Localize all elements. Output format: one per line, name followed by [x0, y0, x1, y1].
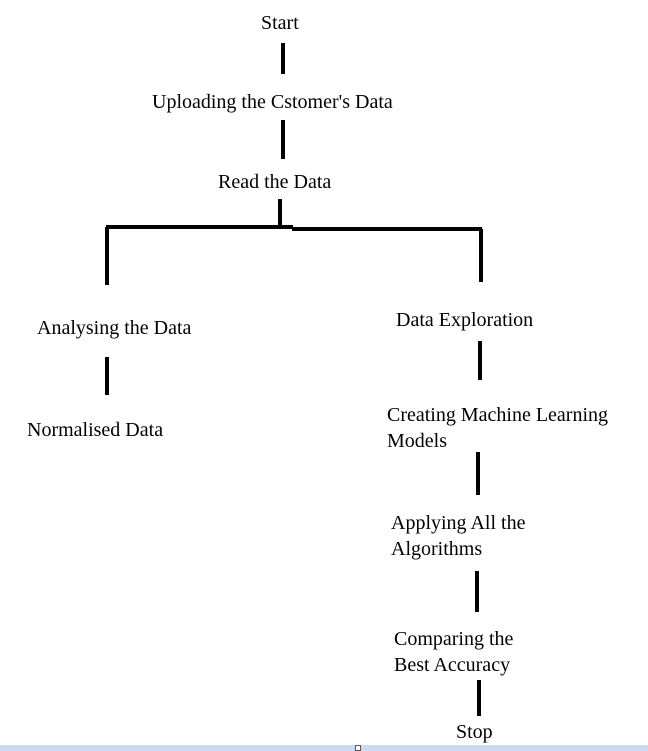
connector-compare-stop [477, 680, 481, 716]
connector-create-apply [476, 452, 480, 495]
comparing-accuracy-node: Comparing the Best Accuracy [394, 628, 514, 676]
branch-left-down [105, 227, 109, 285]
resize-handle[interactable] [355, 745, 361, 751]
connector-analyse-normalised [105, 357, 109, 395]
data-exploration-node: Data Exploration [396, 309, 534, 331]
connector-read-branch [278, 199, 282, 227]
normalised-data-node: Normalised Data [27, 419, 164, 441]
branch-right-down [479, 229, 483, 282]
branch-horizontal-right [292, 227, 482, 231]
connector-start-upload [281, 43, 285, 74]
page-bottom-edge [0, 745, 648, 751]
upload-data-node: Uploading the Cstomer's Data [152, 91, 393, 113]
connector-explore-create [478, 341, 482, 380]
read-data-node: Read the Data [218, 171, 332, 193]
stop-node: Stop [456, 721, 493, 743]
creating-models-node: Creating Machine Learning Models [387, 404, 609, 452]
branch-horizontal-left [106, 225, 293, 229]
connector-upload-read [281, 120, 285, 159]
analysing-data-node: Analysing the Data [37, 317, 192, 339]
connector-apply-compare [475, 571, 479, 612]
applying-algorithms-node: Applying All the Algorithms [391, 512, 526, 560]
start-node: Start [261, 12, 299, 34]
